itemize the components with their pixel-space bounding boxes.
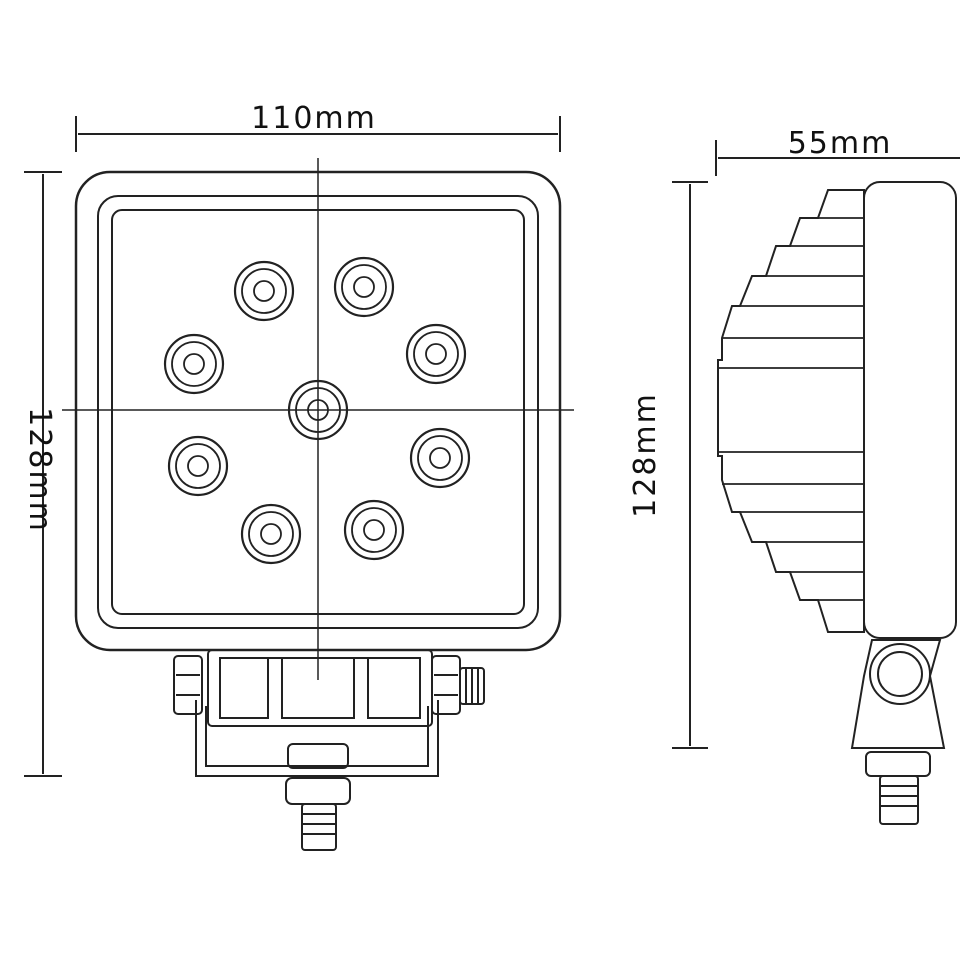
left-bracket-bolt xyxy=(173,655,203,715)
led-6 xyxy=(167,435,229,497)
led-3 xyxy=(163,333,225,395)
led-7 xyxy=(409,427,471,489)
side-depth-dimension xyxy=(715,140,960,176)
front-width-label: 110mm xyxy=(251,101,377,136)
front-height-dimension xyxy=(24,171,62,777)
center-lines xyxy=(62,158,574,680)
side-view: 55mm 128mm xyxy=(628,126,960,825)
led-2 xyxy=(333,256,395,318)
led-9 xyxy=(343,499,405,561)
side-height-label: 128mm xyxy=(628,392,663,518)
side-mount-stud xyxy=(865,751,931,825)
heat-sink-fin-lines xyxy=(718,217,864,601)
right-bracket-bolt xyxy=(431,655,485,715)
led-1 xyxy=(233,260,295,322)
mounting-bracket xyxy=(195,649,439,777)
front-view: 110mm 128mm xyxy=(22,101,574,851)
side-lens-housing xyxy=(863,181,957,639)
led-4 xyxy=(405,323,467,385)
heat-sink-fins xyxy=(717,189,865,633)
side-depth-label: 55mm xyxy=(788,126,893,161)
front-width-dimension xyxy=(75,116,561,152)
led-ring xyxy=(163,256,471,565)
led-8 xyxy=(240,503,302,565)
front-height-label: 128mm xyxy=(22,407,57,533)
side-mount-bracket xyxy=(850,639,946,749)
side-height-dimension xyxy=(672,181,708,749)
bottom-mount-stud xyxy=(285,743,351,851)
